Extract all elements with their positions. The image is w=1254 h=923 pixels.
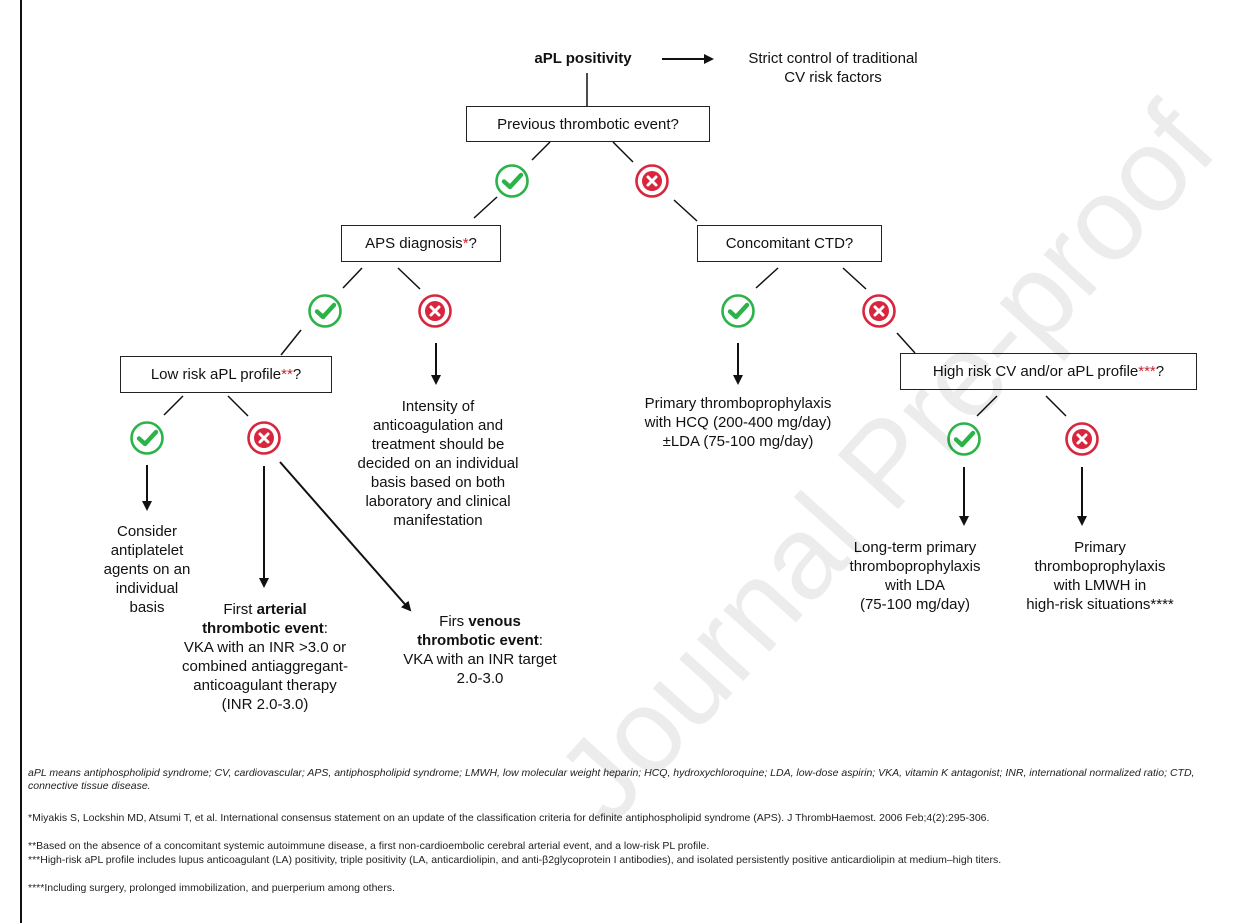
check-circle-icon: [721, 294, 755, 328]
line: VKA with an INR >3.0 or: [183, 639, 347, 656]
outcome-long-term-lda: Long-term primary thromboprophylaxis wit…: [840, 538, 990, 614]
venous-heading-1: Firs venous: [385, 612, 575, 631]
check-circle-icon: [308, 294, 342, 328]
low-risk-profile-box: Low risk aPL profile**?: [120, 356, 332, 393]
outcome-first-venous: Firs venous thrombotic event: VKA with a…: [385, 612, 575, 688]
outcome-intensity-individual: Intensity of anticoagulation and treatme…: [335, 397, 541, 530]
arterial-heading-1: First arterial: [162, 600, 368, 619]
venous-colon: :: [538, 632, 543, 649]
strict-line-2: CV risk factors: [784, 69, 882, 86]
line: ±LDA (75-100 mg/day): [662, 433, 814, 450]
x-circle-icon: [1065, 422, 1099, 456]
concomitant-ctd-box: Concomitant CTD?: [697, 225, 882, 262]
aps-diagnosis-label: APS diagnosis: [365, 235, 463, 252]
aps-tail: ?: [468, 235, 477, 252]
line: laboratory and clinical: [365, 493, 511, 510]
high-risk-footnote-mark: ***: [1138, 363, 1156, 380]
line: anticoagulation and: [372, 417, 504, 434]
line: anticoagulant therapy: [193, 677, 337, 694]
outcome-first-arterial: First arterial thrombotic event: VKA wit…: [162, 600, 368, 714]
venous-bold: venous: [468, 613, 521, 630]
line: manifestation: [393, 512, 483, 529]
low-risk-label: Low risk aPL profile: [150, 366, 282, 383]
line: with HCQ (200-400 mg/day): [644, 414, 832, 431]
previous-thrombotic-event-box: Previous thrombotic event?: [466, 106, 710, 142]
line: Consider: [116, 523, 178, 540]
line: individual: [115, 580, 179, 597]
venous-heading-2: thrombotic event:: [385, 631, 575, 650]
footnote-1: *Miyakis S, Lockshin MD, Atsumi T, et al…: [28, 812, 990, 824]
line: VKA with an INR target: [403, 651, 557, 668]
check-circle-icon: [130, 421, 164, 455]
line: with LMWH in: [1053, 577, 1147, 594]
line: decided on an individual: [357, 455, 519, 472]
x-circle-icon: [635, 164, 669, 198]
abbreviations-note: aPL means antiphospholipid syndrome; CV,…: [28, 767, 1195, 792]
aps-diagnosis-box: APS diagnosis*?: [341, 225, 501, 262]
arterial-pre: First: [223, 601, 257, 618]
root-node: aPL positivity: [508, 49, 658, 68]
line: (75-100 mg/day): [859, 596, 971, 613]
footnote-3: ***High-risk aPL profile includes lupus …: [28, 854, 1002, 866]
line: high-risk situations****: [1026, 596, 1174, 613]
venous-pre: Firs: [439, 613, 469, 630]
line: thromboprophylaxis: [849, 558, 981, 575]
line: agents on an: [103, 561, 191, 578]
line: combined antiaggregant-: [182, 658, 348, 675]
previous-thrombotic-event-label: Previous thrombotic event?: [497, 115, 679, 133]
strict-control-node: Strict control of traditional CV risk fa…: [720, 49, 946, 87]
high-risk-profile-box: High risk CV and/or aPL profile***?: [900, 353, 1197, 390]
left-margin-rule: [20, 0, 22, 923]
line: basis based on both: [370, 474, 506, 491]
check-circle-icon: [495, 164, 529, 198]
outcome-consider-antiplatelet: Consider antiplatelet agents on an indiv…: [82, 522, 212, 617]
check-circle-icon: [947, 422, 981, 456]
high-risk-tail: ?: [1155, 363, 1165, 380]
arterial-colon: :: [323, 620, 328, 637]
line: antiplatelet: [110, 542, 184, 559]
line: 2.0-3.0: [456, 670, 504, 687]
low-risk-footnote-mark: **: [281, 366, 293, 383]
footnote-4: ****Including surgery, prolonged immobil…: [28, 882, 395, 894]
outcome-primary-hcq: Primary thromboprophylaxis with HCQ (200…: [614, 394, 862, 451]
strict-line-1: Strict control of traditional: [748, 50, 918, 67]
low-risk-tail: ?: [292, 366, 302, 383]
line: treatment should be: [371, 436, 505, 453]
root-label: aPL positivity: [534, 50, 632, 67]
line: Primary thromboprophylaxis: [644, 395, 832, 412]
line: Long-term primary: [853, 539, 977, 556]
line: basis: [129, 599, 165, 616]
line: thromboprophylaxis: [1034, 558, 1166, 575]
high-risk-label: High risk CV and/or aPL profile: [932, 363, 1139, 380]
line: Intensity of: [401, 398, 475, 415]
arterial-event: thrombotic event: [202, 620, 324, 637]
footnote-2: **Based on the absence of a concomitant …: [28, 840, 710, 852]
concomitant-ctd-label: Concomitant CTD?: [725, 235, 854, 252]
line: Primary: [1074, 539, 1126, 556]
line: (INR 2.0-3.0): [221, 696, 309, 713]
x-circle-icon: [418, 294, 452, 328]
venous-event: thrombotic event: [417, 632, 539, 649]
arterial-bold: arterial: [256, 601, 307, 618]
line: with LDA: [884, 577, 946, 594]
x-circle-icon: [862, 294, 896, 328]
x-circle-icon: [247, 421, 281, 455]
arterial-heading-2: thrombotic event:: [162, 619, 368, 638]
outcome-primary-lmwh: Primary thromboprophylaxis with LMWH in …: [1010, 538, 1190, 614]
aps-footnote-mark: *: [462, 235, 469, 252]
